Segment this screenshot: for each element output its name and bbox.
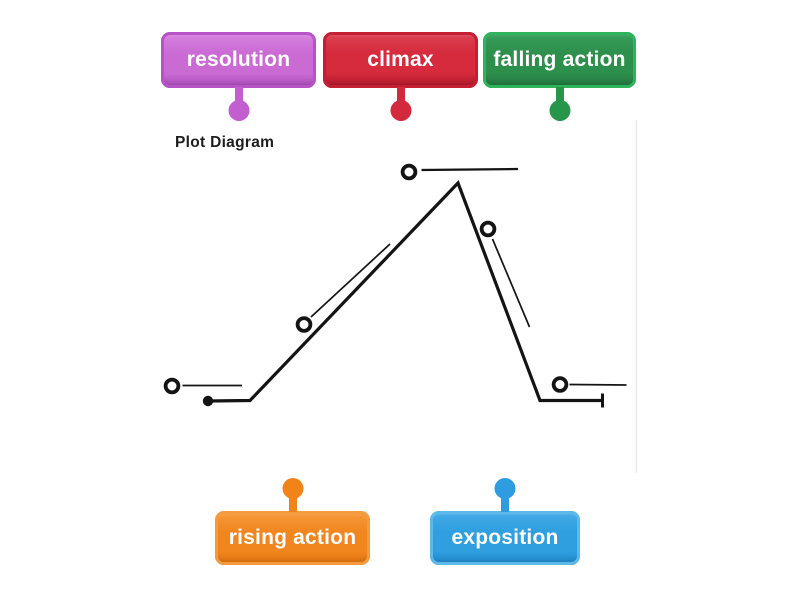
plot-start-dot bbox=[202, 395, 214, 407]
label-chip-rising-action[interactable]: rising action bbox=[215, 478, 370, 565]
hotspot-ring-falling-action[interactable] bbox=[479, 220, 497, 238]
chip-label-resolution: resolution bbox=[186, 48, 291, 71]
chip-label-exposition: exposition bbox=[451, 526, 559, 549]
drop-target-exposition bbox=[163, 377, 242, 395]
answer-line-resolution bbox=[569, 383, 627, 386]
answer-line-climax bbox=[421, 167, 519, 172]
chip-label-rising-action: rising action bbox=[228, 526, 357, 549]
plot-line bbox=[207, 180, 602, 403]
answer-line-rising-action bbox=[310, 243, 391, 318]
chip-label-climax: climax bbox=[367, 48, 434, 71]
hotspot-ring-resolution[interactable] bbox=[551, 376, 569, 393]
chip-label-falling-action: falling action bbox=[493, 48, 626, 71]
answer-line-falling-action bbox=[491, 238, 531, 328]
drop-target-falling-action bbox=[479, 220, 531, 328]
hotspot-ring-rising-action[interactable] bbox=[295, 316, 313, 333]
drop-target-rising-action bbox=[295, 243, 391, 333]
diagram-title: Plot Diagram bbox=[175, 134, 275, 151]
drop-target-climax bbox=[400, 163, 519, 181]
hotspot-ring-climax[interactable] bbox=[400, 163, 418, 181]
hotspot-ring-exposition[interactable] bbox=[163, 377, 181, 395]
drop-target-resolution bbox=[551, 376, 627, 393]
label-chip-exposition[interactable]: exposition bbox=[430, 478, 580, 565]
